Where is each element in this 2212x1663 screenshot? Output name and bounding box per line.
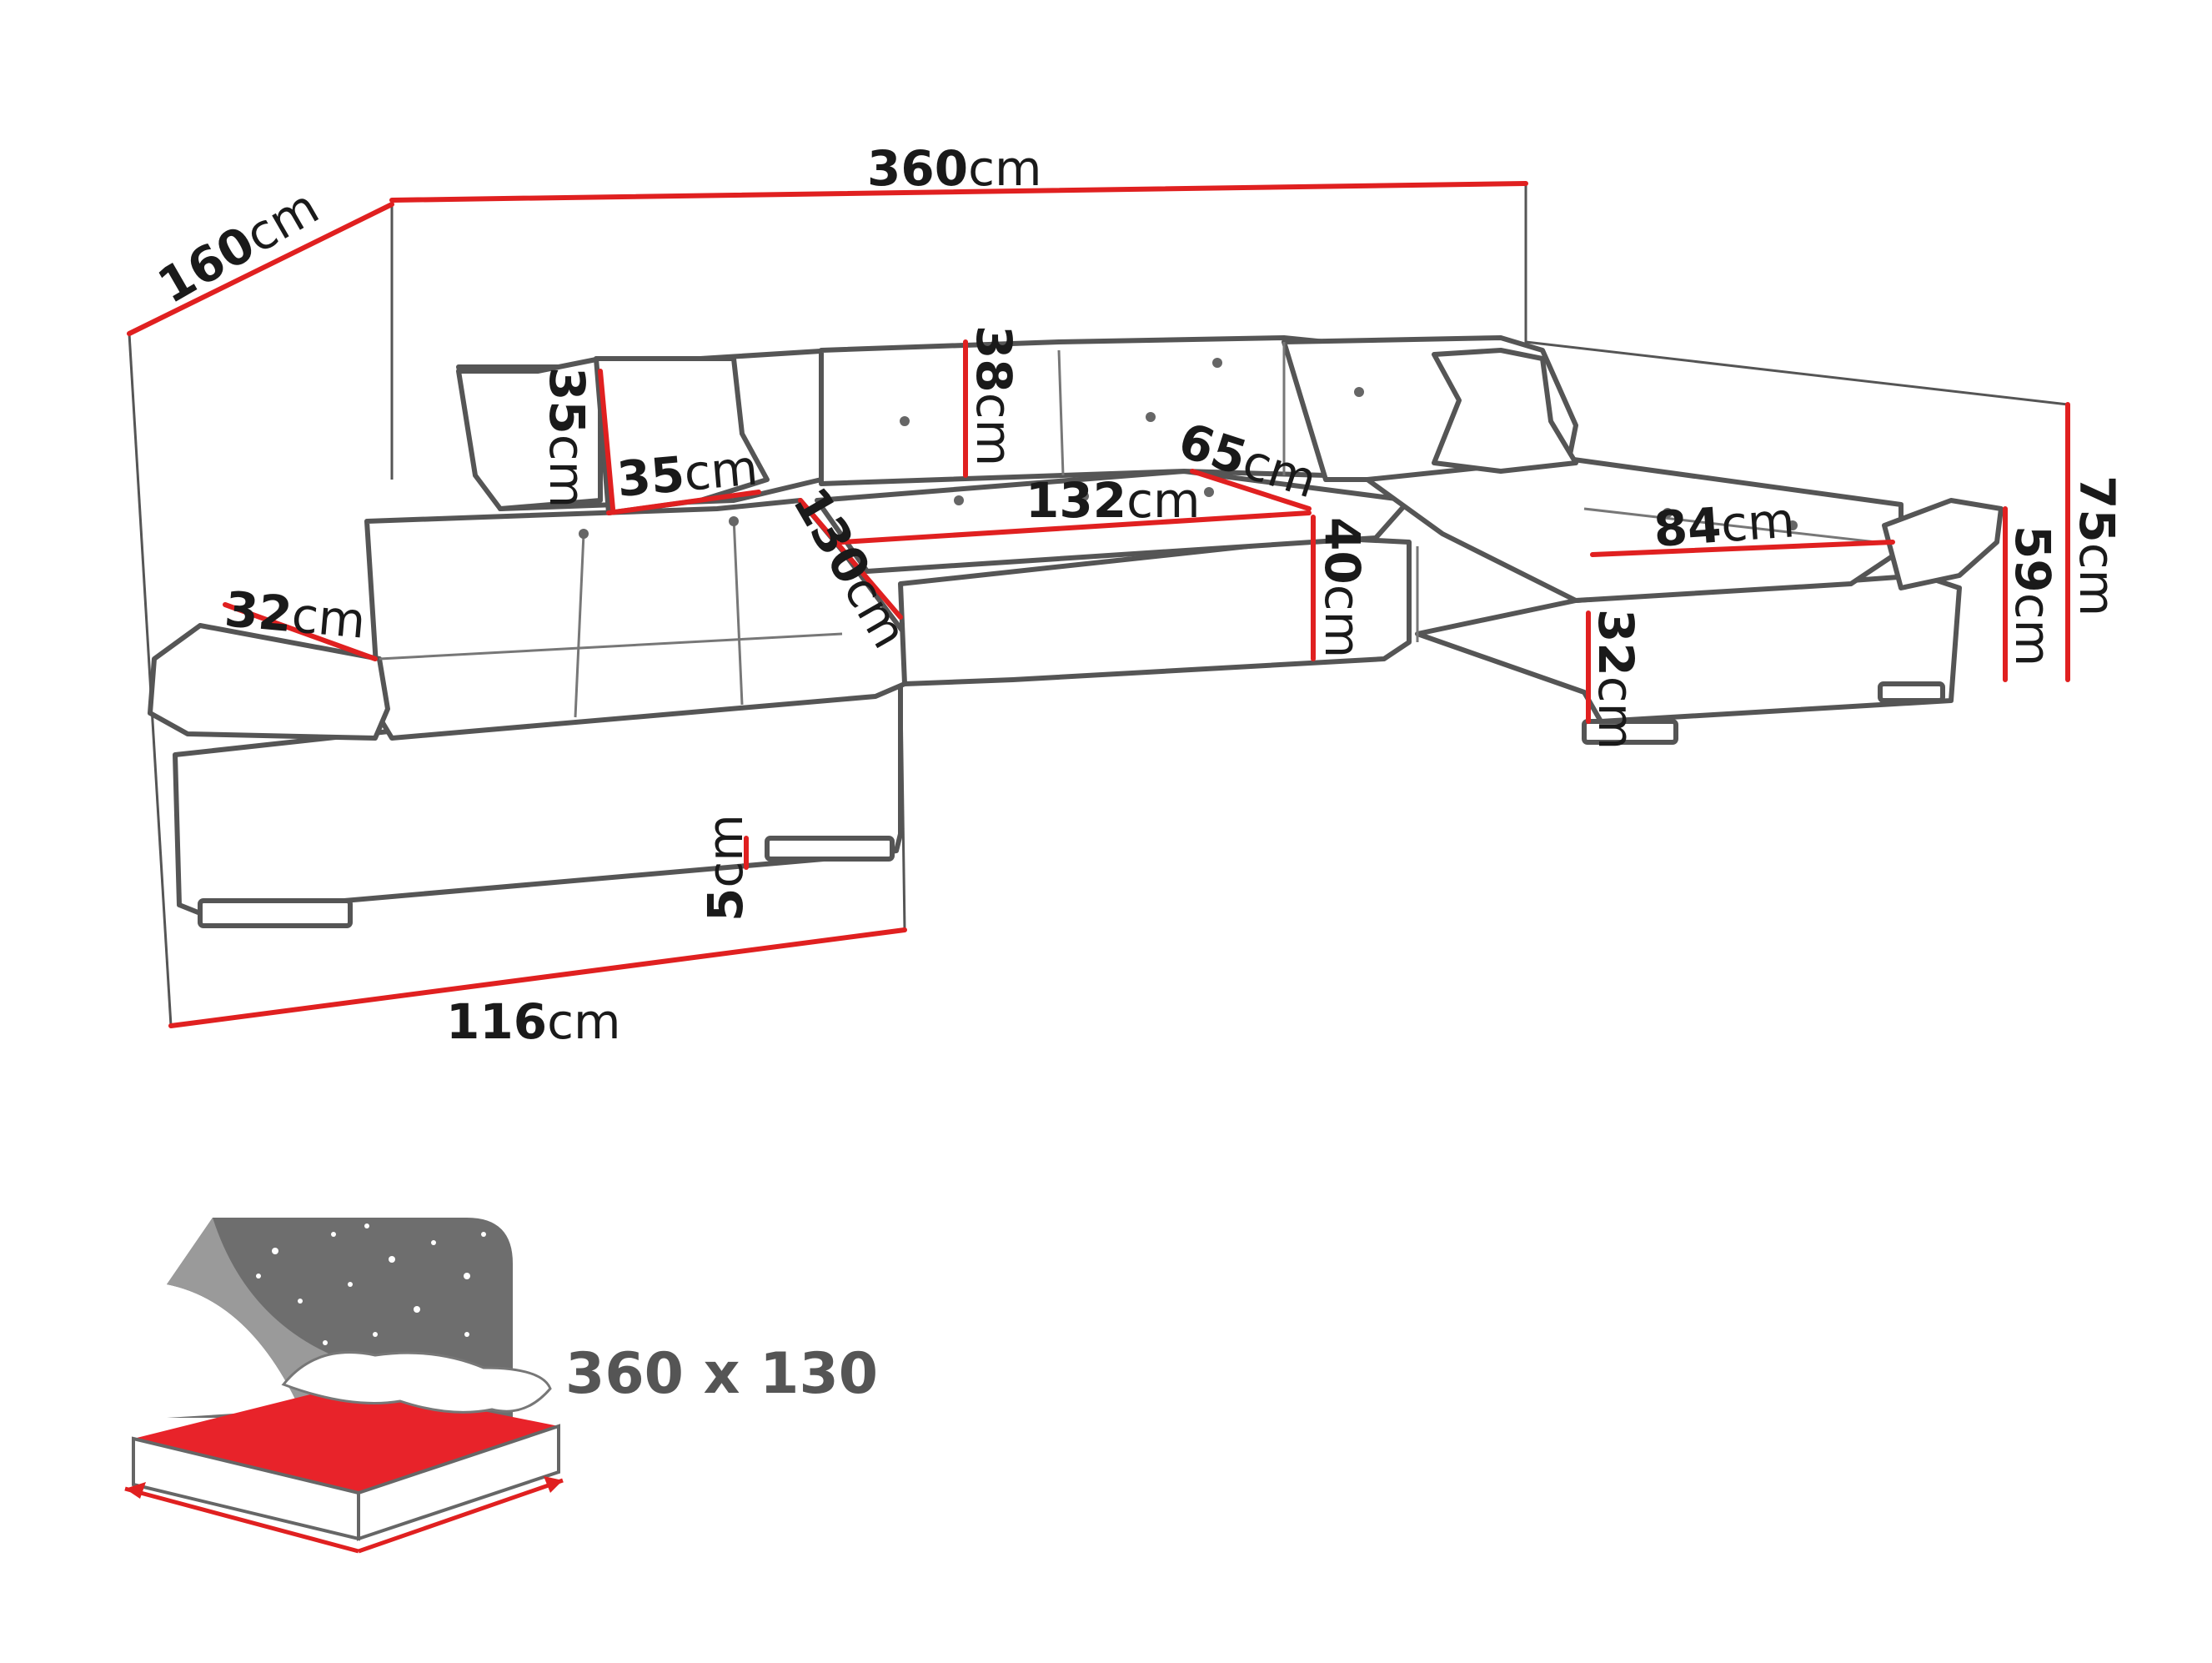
label-leg-height: 5cm [697,814,754,922]
label-total-height: 75cm [2069,475,2125,616]
dimension-lines [127,181,2070,1028]
label-seat-width: 132cm [1026,472,1200,529]
sleeping-area-label: 360 x 130 [565,1341,878,1407]
dim-line-armrest-width-right [1590,540,1895,557]
tufting-buttons [579,358,1798,539]
label-armrest-width: 32cm [223,580,368,649]
label-pillow-width: 35cm [614,439,760,507]
label-total-width: 360cm [867,140,1041,197]
label-armrest-width-right: 84cm [1652,491,1796,558]
dimension-labels: 360cm 160cm 116cm 35cm 35cm 38cm 132cm 1… [148,140,2125,1050]
label-side-height: 59cm [2004,525,2061,666]
dim-line-total-width [389,181,1528,203]
dim-line-seat-depth [1190,469,1312,511]
sofa-outline [148,335,2004,928]
label-chaise-width: 116cm [446,993,620,1050]
label-pillow-height: 35cm [539,367,595,508]
dim-line-pillow-width [606,490,761,515]
label-backrest-height: 38cm [966,325,1022,466]
label-seat-height: 40cm [1314,517,1371,658]
dim-line-chaise-length [798,498,903,620]
dim-line-armrest-width [223,602,378,661]
bed-with-night-sky-icon [124,1218,564,1554]
dim-line-total-depth [127,202,394,336]
dim-line-chaise-width [168,927,907,1028]
label-armrest-height: 32cm [1588,609,1644,750]
dim-line-seat-width [840,510,1312,545]
dim-line-pillow-height [598,369,615,511]
